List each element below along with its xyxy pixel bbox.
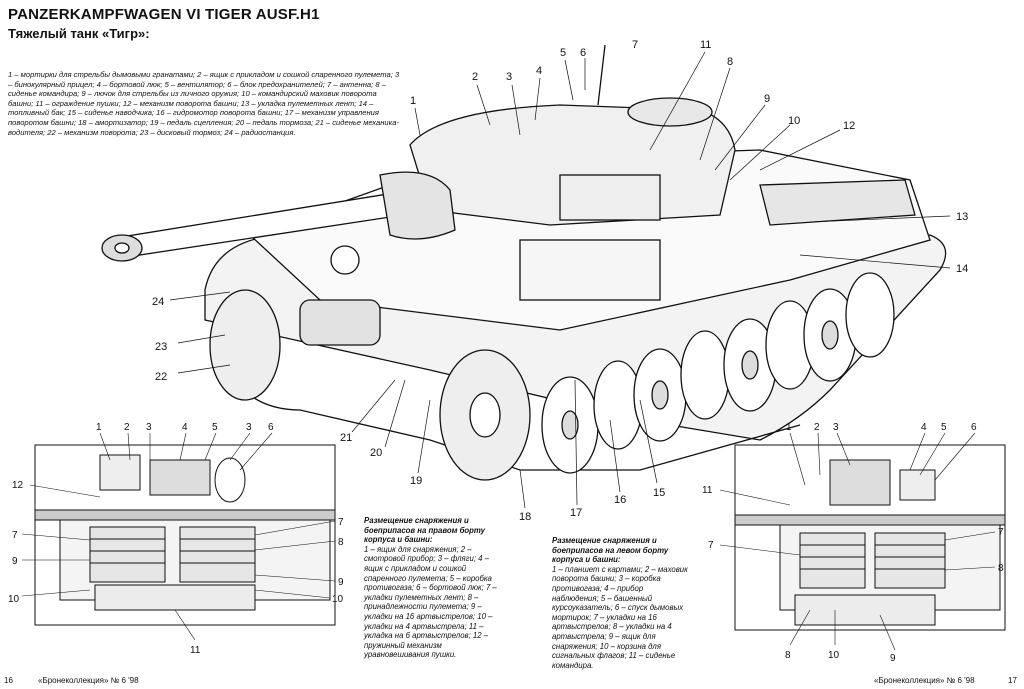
lb-callout-1: 1 — [786, 422, 792, 433]
rb-callout-9-right: 9 — [338, 577, 344, 588]
page-subtitle: Тяжелый танк «Тигр»: — [8, 26, 150, 41]
right-board-caption: Размещение снаряжения и боеприпасов на п… — [364, 516, 500, 660]
callout-9: 9 — [764, 93, 770, 105]
lb-callout-5: 5 — [941, 422, 947, 433]
lb-callout-7-left: 7 — [708, 540, 714, 551]
callout-6: 6 — [580, 47, 586, 59]
left-board-caption: Размещение снаряжения и боеприпасов на л… — [552, 536, 690, 670]
callout-10: 10 — [788, 115, 800, 127]
callout-22: 22 — [155, 371, 167, 383]
rb-callout-8: 8 — [338, 537, 344, 548]
right-page-number: 17 — [1008, 676, 1017, 685]
left-board-caption-heading: Размещение снаряжения и боеприпасов на л… — [552, 536, 669, 565]
lb-callout-2: 2 — [814, 422, 820, 433]
callout-5: 5 — [560, 47, 566, 59]
left-board-caption-body: 1 – планшет с картами; 2 – маховик повор… — [552, 564, 688, 670]
rb-callout-7-right: 7 — [338, 517, 344, 528]
right-board-caption-heading: Размещение снаряжения и боеприпасов на п… — [364, 516, 486, 545]
left-page-number: 16 — [4, 676, 13, 685]
callout-13: 13 — [956, 211, 968, 223]
callout-11: 11 — [700, 39, 711, 51]
lb-callout-8-bottom: 8 — [785, 650, 791, 661]
callout-17: 17 — [570, 507, 582, 519]
callout-7: 7 — [632, 39, 638, 51]
lb-callout-4: 4 — [921, 422, 927, 433]
right-board-section-view: 1 2 3 4 5 3 6 12 7 8 7 9 9 10 10 11 — [8, 422, 344, 656]
page-title: PANZERKAMPFWAGEN VI TIGER AUSF.H1 — [8, 6, 320, 23]
callout-4: 4 — [536, 65, 542, 77]
callout-12: 12 — [843, 120, 855, 132]
callout-19: 19 — [410, 475, 422, 487]
callout-8: 8 — [727, 56, 733, 68]
callout-23: 23 — [155, 341, 167, 353]
rb-callout-3b: 3 — [246, 422, 252, 433]
lb-callout-6: 6 — [971, 422, 977, 433]
rb-callout-11: 11 — [190, 645, 201, 656]
rb-callout-10-left: 10 — [8, 594, 20, 605]
callout-16: 16 — [614, 494, 626, 506]
rb-callout-9-left: 9 — [12, 556, 18, 567]
rb-callout-5: 5 — [212, 422, 218, 433]
callout-15: 15 — [653, 487, 665, 499]
rb-callout-12: 12 — [12, 480, 24, 491]
left-board-section-view: 1 2 3 4 5 6 11 7 7 8 8 10 9 — [702, 422, 1006, 664]
rb-callout-4: 4 — [182, 422, 188, 433]
callout-3: 3 — [506, 71, 512, 83]
left-journal-footer: «Бронеколлекция» № 6 '98 — [38, 676, 139, 685]
rb-callout-1: 1 — [96, 422, 102, 433]
rb-callout-10-right: 10 — [332, 594, 344, 605]
callout-20: 20 — [370, 447, 382, 459]
callout-21: 21 — [340, 432, 352, 444]
lb-callout-7-right: 7 — [998, 527, 1004, 538]
callout-24: 24 — [152, 296, 164, 308]
main-legend: 1 – мортирки для стрельбы дымовыми грана… — [8, 70, 400, 137]
lb-callout-11: 11 — [702, 485, 713, 496]
rb-callout-7-left: 7 — [12, 530, 18, 541]
callout-2: 2 — [472, 71, 478, 83]
lb-callout-10: 10 — [828, 650, 840, 661]
callout-14: 14 — [956, 263, 968, 275]
rb-callout-6: 6 — [268, 422, 274, 433]
callout-1: 1 — [410, 95, 416, 107]
lb-callout-8-right: 8 — [998, 563, 1004, 574]
right-board-caption-body: 1 – ящик для снаряжения; 2 – смотровой п… — [364, 544, 497, 660]
callout-18: 18 — [519, 511, 531, 523]
rb-callout-3: 3 — [146, 422, 152, 433]
right-journal-footer: «Бронеколлекция» № 6 '98 — [874, 676, 975, 685]
lb-callout-9: 9 — [890, 653, 896, 664]
lb-callout-3: 3 — [833, 422, 839, 433]
rb-callout-2: 2 — [124, 422, 130, 433]
